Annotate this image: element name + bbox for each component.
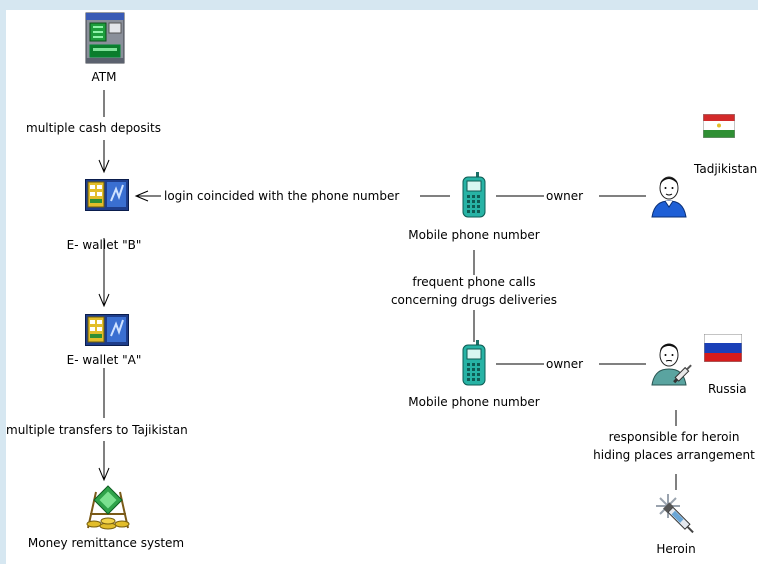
heroin-icon[interactable]: [656, 494, 696, 538]
atm-label: ATM: [91, 70, 117, 84]
edge-label-transfers: multiple transfers to Tajikistan: [6, 423, 188, 437]
e-wallet-b-label: E- wallet "B": [66, 238, 142, 252]
russia-flag-icon: [704, 334, 742, 362]
edge-label-heroin-2: hiding places arrangement: [593, 448, 755, 462]
e-wallet-a-icon[interactable]: [85, 314, 129, 346]
diagram-canvas: ATM multiple cash deposits E- wallet "B"…: [6, 10, 758, 564]
edge-label-owner-tadjik: owner: [546, 189, 584, 203]
edge-label-phone-calls-1: frequent phone calls: [412, 275, 536, 289]
edge-label-heroin-1: responsible for heroin: [608, 430, 740, 444]
tajikistan-flag-icon: [703, 114, 735, 138]
edge-label-login-coincided: login coincided with the phone number: [164, 189, 400, 203]
edge-label-owner-russia: owner: [546, 357, 584, 371]
mobile-phone-1-icon[interactable]: [461, 172, 487, 218]
mobile-phone-1-label: Mobile phone number: [408, 228, 540, 242]
mobile-phone-2-icon[interactable]: [461, 340, 487, 386]
russia-label: Russia: [708, 382, 747, 396]
e-wallet-a-label: E- wallet "A": [66, 353, 142, 367]
e-wallet-b-icon[interactable]: [85, 179, 129, 211]
money-remittance-icon[interactable]: [82, 484, 134, 532]
tadjikistan-label: Tadjikistan: [694, 162, 758, 176]
connector-lines: [98, 90, 677, 490]
edge-label-cash-deposits: multiple cash deposits: [26, 121, 161, 135]
mobile-phone-2-label: Mobile phone number: [408, 395, 540, 409]
heroin-label: Heroin: [656, 542, 696, 556]
edge-label-phone-calls-2: concerning drugs deliveries: [390, 293, 558, 307]
money-remittance-label: Money remittance system: [27, 536, 185, 550]
person-tadjik-icon[interactable]: [649, 170, 689, 218]
atm-icon[interactable]: [85, 12, 125, 64]
person-russia-icon[interactable]: [649, 336, 697, 386]
